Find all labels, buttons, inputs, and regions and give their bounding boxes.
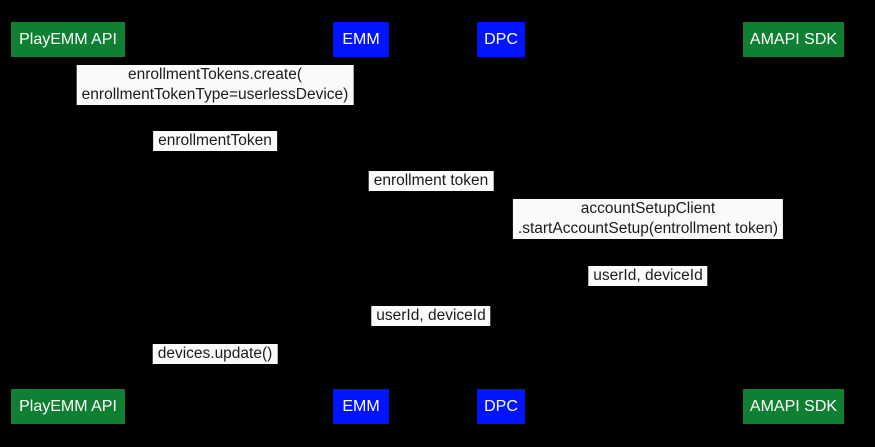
- actor-playemm-api-bottom: PlayEMM API: [11, 389, 125, 424]
- actor-dpc-bottom: DPC: [477, 389, 525, 424]
- message-enrollment-token-result: enrollmentToken: [153, 131, 277, 151]
- message-line: enrollmentTokens.create(: [127, 66, 303, 83]
- actor-emm-bottom: EMM: [333, 389, 389, 424]
- message-line: enrollment token: [373, 172, 489, 189]
- actor-playemm-api-top: PlayEMM API: [11, 22, 125, 57]
- message-line: enrollmentTokenType=userlessDevice): [81, 86, 349, 103]
- message-line: userId, deviceId: [376, 307, 486, 324]
- actor-emm-top: EMM: [333, 22, 389, 57]
- message-enrollment-token-to-dpc: enrollment token: [368, 171, 494, 191]
- message-line: accountSetupClient: [580, 200, 716, 217]
- message-devices-update: devices.update(): [152, 344, 278, 364]
- message-line: userId, deviceId: [593, 267, 703, 284]
- message-userid-deviceid-to-emm: userId, deviceId: [371, 306, 491, 326]
- message-line: enrollmentToken: [158, 132, 272, 149]
- message-enrollment-tokens-create: enrollmentTokens.create( enrollmentToken…: [76, 65, 354, 105]
- message-line: devices.update(): [157, 345, 273, 362]
- message-userid-deviceid-from-sdk: userId, deviceId: [588, 266, 708, 286]
- message-start-account-setup: accountSetupClient .startAccountSetup(en…: [512, 199, 784, 239]
- actor-amapi-sdk-top: AMAPI SDK: [743, 22, 844, 57]
- message-line: .startAccountSetup(entrollment token): [517, 220, 779, 237]
- actor-amapi-sdk-bottom: AMAPI SDK: [743, 389, 844, 424]
- actor-dpc-top: DPC: [477, 22, 525, 57]
